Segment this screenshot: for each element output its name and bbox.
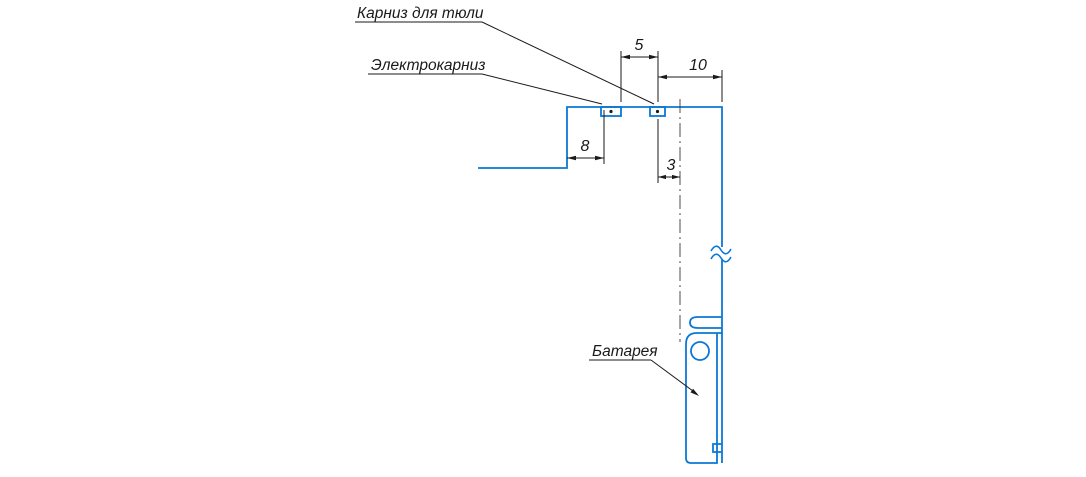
leader-line-tulle bbox=[481, 21, 655, 105]
electric-rod-bracket bbox=[600, 106, 622, 117]
dim-value-axis-offset: 3 bbox=[667, 157, 676, 174]
tulle-rod-bracket bbox=[649, 106, 666, 117]
radiator-valve bbox=[690, 341, 710, 361]
break-symbol-icon bbox=[710, 245, 732, 263]
leader-arrowhead bbox=[690, 388, 699, 396]
dimension-lines: 5 10 8 3 bbox=[567, 37, 723, 183]
radiator-body bbox=[685, 332, 722, 464]
label-tulle-rod: Карниз для тюли bbox=[357, 5, 484, 22]
dim-value-wall-offset: 10 bbox=[689, 57, 707, 74]
structure-lines bbox=[478, 106, 732, 464]
radiator bbox=[685, 316, 722, 464]
break-gap bbox=[718, 247, 726, 259]
dim-value-ceiling-step: 8 bbox=[581, 138, 590, 155]
annotations: Карниз для тюли Электрокарниз Батарея bbox=[355, 5, 699, 396]
dim-value-rods-gap: 5 bbox=[635, 37, 644, 54]
leader-line-radiator bbox=[650, 359, 698, 395]
label-electric-rod: Электрокарниз bbox=[371, 57, 486, 74]
tulle-rod-dot bbox=[655, 109, 660, 114]
leader-line-electric bbox=[481, 73, 603, 105]
radiator-pipe bbox=[689, 316, 722, 329]
label-radiator: Батарея bbox=[592, 343, 658, 360]
ceiling-wall-profile bbox=[478, 106, 723, 463]
radiator-bottom-fitting bbox=[712, 443, 722, 453]
electric-rod-dot bbox=[609, 109, 613, 114]
